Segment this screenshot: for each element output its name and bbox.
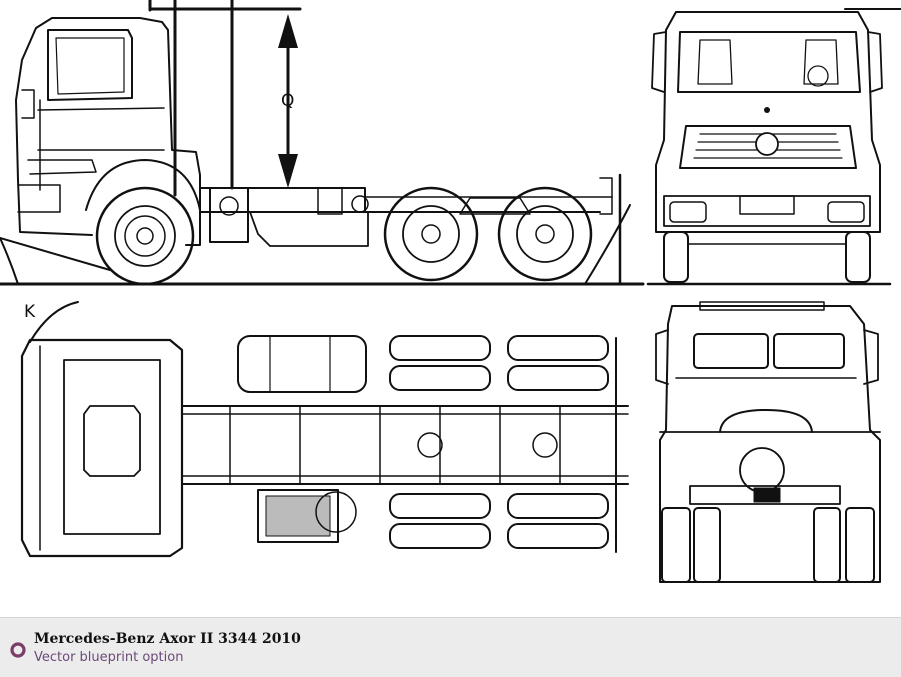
blueprint-subtitle: Vector blueprint option bbox=[34, 650, 184, 665]
caption-bar: Mercedes-Benz Axor II 3344 2010 Vector b… bbox=[0, 617, 901, 677]
truck-blueprint: Q bbox=[0, 0, 901, 583]
blueprint-title[interactable]: Mercedes-Benz Axor II 3344 2010 bbox=[34, 631, 301, 647]
dimension-label-q: Q bbox=[281, 91, 294, 111]
angle-label-k: K bbox=[24, 302, 36, 322]
rear-view bbox=[655, 301, 881, 583]
side-view: Q bbox=[0, 0, 645, 286]
top-view: K bbox=[20, 301, 629, 558]
front-view bbox=[646, 8, 901, 286]
radio-circle-icon bbox=[10, 642, 26, 658]
